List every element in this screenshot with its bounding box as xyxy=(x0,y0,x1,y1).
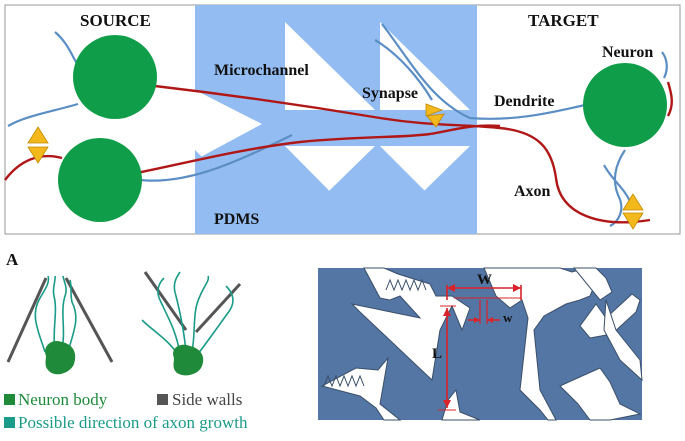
pdms-posts xyxy=(195,146,468,234)
synapse-label: Synapse xyxy=(362,85,418,102)
neuron-label: Neuron xyxy=(602,44,653,61)
pdms-label: PDMS xyxy=(214,211,259,228)
pattern-teeth-top xyxy=(385,278,427,292)
dim-label-small-w: w xyxy=(503,310,513,325)
microchannel-label: Microchannel xyxy=(214,62,309,79)
axon-paths-left xyxy=(34,275,77,353)
legend-swatch-side-walls xyxy=(157,394,168,405)
synapse-marker-right xyxy=(622,193,644,230)
legend-neuron-body: Neuron body xyxy=(18,390,108,409)
axon-label: Axon xyxy=(514,183,551,200)
legend-swatch-axon-growth xyxy=(4,417,15,428)
pattern-channels xyxy=(320,267,643,421)
legend-side-walls: Side walls xyxy=(172,390,242,409)
top-panel: SOURCE TARGET Microchannel Synapse Dendr… xyxy=(4,4,681,235)
pattern-teeth-bottom xyxy=(323,374,365,388)
dim-label-length: L xyxy=(432,346,442,362)
synapse-marker-left xyxy=(27,126,49,164)
source-neuron-lower xyxy=(58,138,142,222)
neuron-body-right xyxy=(173,344,204,376)
synapse-markers xyxy=(27,103,644,230)
pdms-pattern: W w L xyxy=(318,267,643,421)
funnel-diagram-left xyxy=(6,275,114,375)
source-neuron-upper xyxy=(73,35,157,119)
side-wall-right-2 xyxy=(194,282,242,334)
neuron-body-left xyxy=(45,340,76,375)
legend-axon-growth: Possible direction of axon growth xyxy=(18,413,248,432)
dendrites xyxy=(7,23,668,227)
axon-paths-right xyxy=(141,271,234,355)
synapse-marker-channel xyxy=(425,103,445,128)
panel-letter-a: A xyxy=(6,250,19,269)
side-wall-left-2 xyxy=(64,277,114,363)
source-label: SOURCE xyxy=(80,11,151,30)
target-neuron xyxy=(583,63,667,147)
dendrite-label: Dendrite xyxy=(494,93,554,110)
legend: Neuron body Side walls Possible directio… xyxy=(4,390,248,432)
axons xyxy=(4,81,673,224)
legend-swatch-neuron-body xyxy=(4,394,15,405)
side-wall-left-1 xyxy=(6,277,48,363)
dim-label-big-w: W xyxy=(477,272,492,288)
dimension-annotations xyxy=(438,284,522,411)
side-wall-right-1 xyxy=(143,271,188,331)
source-neurons xyxy=(58,35,157,222)
funnel-diagram-right xyxy=(141,271,242,376)
target-label: TARGET xyxy=(528,11,599,30)
